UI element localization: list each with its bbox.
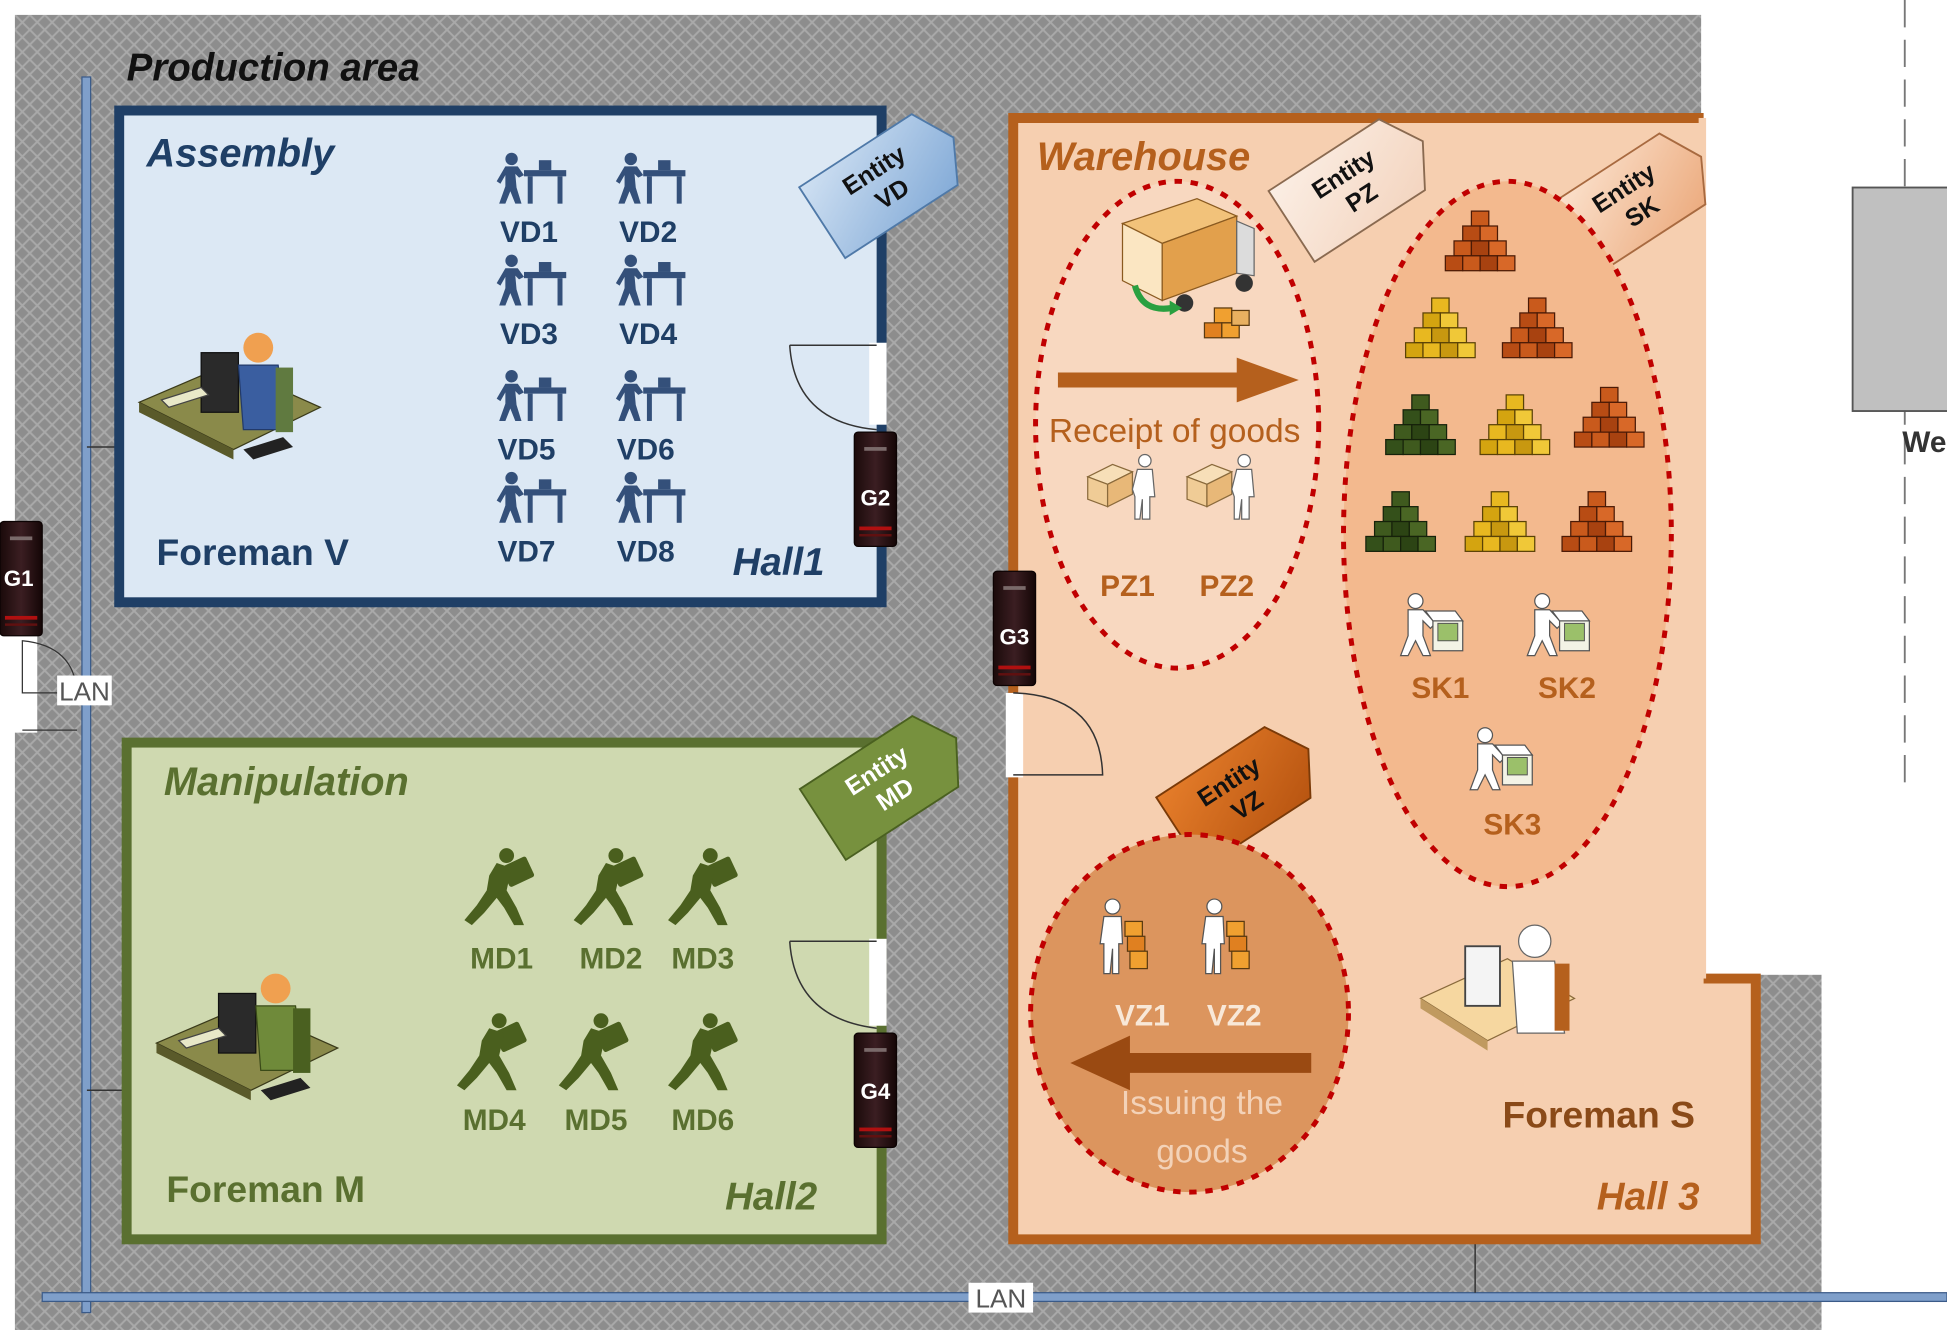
lan-label: LAN (975, 1284, 1026, 1314)
worker-label: VD7 (497, 535, 555, 568)
door-swing-icon (1005, 692, 1104, 778)
worker-label: VZ1 (1115, 1000, 1170, 1033)
worker-label: VZ2 (1207, 1000, 1262, 1033)
foreman-m-label: Foreman M (166, 1168, 365, 1210)
computer-operator-icon (154, 973, 340, 1101)
worker-label: PZ2 (1199, 570, 1254, 603)
hall1-label: Hall1 (733, 541, 825, 584)
computer-operator-icon (137, 332, 322, 460)
issue-arrow (1070, 1035, 1312, 1091)
gate-label-g4: G4 (860, 1079, 890, 1104)
worker-label: SK3 (1483, 808, 1541, 841)
production-area-title: Production area (127, 47, 420, 90)
worker-label: VD2 (619, 216, 677, 249)
warehouse-title: Warehouse (1037, 135, 1250, 179)
manipulation-hall (121, 737, 887, 1245)
entity-pz-tag: Entity PZ (1267, 118, 1426, 264)
right-panel-box (1851, 186, 1947, 412)
gate-label-g1: G1 (4, 566, 34, 591)
assembly-title: Assembly (146, 131, 337, 175)
receipt-zone (1033, 178, 1322, 671)
hall3-label: Hall 3 (1597, 1176, 1700, 1219)
worker-label: VD5 (497, 433, 555, 466)
worker-label: VD3 (500, 318, 558, 351)
worker-label: MD1 (470, 943, 533, 976)
door-swing-icon (788, 342, 887, 431)
worker-label: VD8 (617, 535, 675, 568)
gate-label-g3: G3 (1000, 624, 1030, 649)
lan-label: LAN (59, 676, 110, 706)
issue-label-line1: Issuing the (1121, 1085, 1283, 1122)
delivery-truck-icon (1120, 198, 1255, 339)
worker-label: MD6 (671, 1104, 734, 1137)
worker-label: MD2 (579, 943, 642, 976)
right-panel-label: We (1902, 426, 1946, 459)
foreman-s-label: Foreman S (1502, 1094, 1695, 1136)
worker-label: VD1 (500, 216, 558, 249)
computer-operator-icon (1419, 924, 1576, 1051)
manipulation-title: Manipulation (164, 760, 409, 804)
worker-label: MD3 (671, 943, 734, 976)
hall2-label: Hall2 (725, 1176, 818, 1219)
worker-label: SK1 (1411, 672, 1469, 705)
foreman-v-label: Foreman V (156, 531, 349, 573)
issue-label-line2: goods (1156, 1133, 1247, 1170)
door-swing-icon (788, 938, 887, 1029)
worker-label: VD6 (617, 433, 675, 466)
worker-label: PZ1 (1100, 570, 1155, 603)
worker-label: VD4 (619, 318, 677, 351)
worker-label: SK2 (1538, 672, 1596, 705)
worker-label: MD5 (565, 1104, 628, 1137)
receipt-arrow (1057, 357, 1299, 403)
receipt-label: Receipt of goods (1049, 413, 1301, 450)
gate-label-g2: G2 (860, 485, 890, 510)
entity-md-tag: Entity MD (798, 714, 960, 862)
worker-label: MD4 (463, 1104, 526, 1137)
